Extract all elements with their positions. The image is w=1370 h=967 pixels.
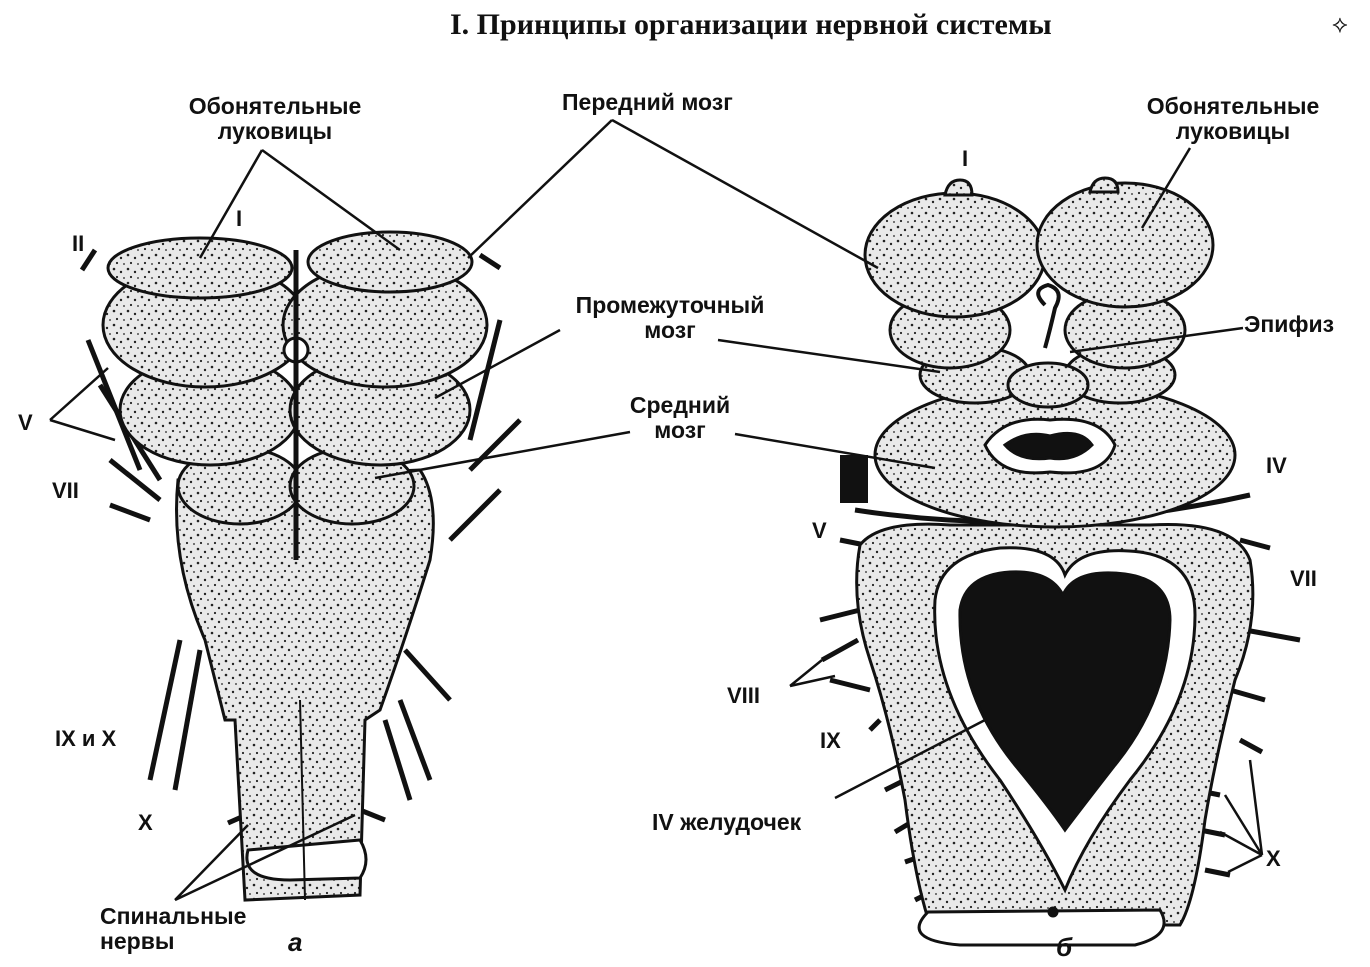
label-midbrain-line2: мозг bbox=[590, 418, 770, 443]
label-nerve-v-a: V bbox=[18, 410, 33, 435]
label-nerve-i-b: I bbox=[962, 146, 968, 171]
label-diencephalon: Промежуточный мозг bbox=[540, 293, 800, 343]
label-midbrain-line1: Средний bbox=[590, 393, 770, 418]
header-diamond-icon: ⟡ bbox=[1332, 10, 1348, 38]
label-nerve-x-b: X bbox=[1266, 846, 1281, 871]
label-diencephalon-line2: мозг bbox=[540, 318, 800, 343]
label-nerve-i-a: I bbox=[236, 206, 242, 231]
leader-x-b bbox=[1220, 760, 1262, 872]
label-spinal-nerves-line1: Спинальные bbox=[100, 904, 246, 929]
label-olfactory-bulbs-b-line2: луковицы bbox=[1098, 119, 1368, 144]
label-nerve-ii-a: II bbox=[72, 231, 84, 256]
label-nerve-x-a: X bbox=[138, 810, 153, 835]
label-olfactory-bulbs-a-line1: Обонятельные bbox=[150, 94, 400, 119]
page-header: I. Принципы организации нервной системы bbox=[450, 8, 1052, 42]
label-olfactory-bulbs-b: Обонятельные луковицы bbox=[1098, 94, 1368, 144]
label-olfactory-bulbs-a-line2: луковицы bbox=[150, 119, 400, 144]
label-nerve-ix-x-a: IX и X bbox=[55, 726, 116, 751]
label-nerve-vii-a: VII bbox=[52, 478, 79, 503]
label-spinal-nerves-line2: нервы bbox=[100, 929, 246, 954]
label-nerve-v-b: V bbox=[812, 518, 827, 543]
leader-forebrain bbox=[468, 120, 878, 268]
figure-a-letter: a bbox=[288, 930, 302, 955]
label-spinal-nerves: Спинальные нервы bbox=[100, 904, 246, 954]
figure-b-letter: б bbox=[1056, 935, 1072, 960]
label-nerve-viii-b: VIII bbox=[727, 683, 760, 708]
figure-b-brain bbox=[820, 178, 1300, 945]
label-midbrain: Средний мозг bbox=[590, 393, 770, 443]
leader-viii bbox=[790, 660, 835, 686]
label-epiphysis: Эпифиз bbox=[1244, 312, 1334, 337]
label-nerve-iv-b: IV bbox=[1266, 453, 1287, 478]
label-forebrain: Передний мозг bbox=[562, 90, 733, 115]
label-diencephalon-line1: Промежуточный bbox=[540, 293, 800, 318]
label-olfactory-bulbs-b-line1: Обонятельные bbox=[1098, 94, 1368, 119]
figure-a-brain bbox=[82, 232, 520, 900]
label-olfactory-bulbs-a: Обонятельные луковицы bbox=[150, 94, 400, 144]
label-nerve-ix-b: IX bbox=[820, 728, 841, 753]
label-fourth-ventricle: IV желудочек bbox=[652, 810, 801, 835]
label-nerve-vii-b: VII bbox=[1290, 566, 1317, 591]
